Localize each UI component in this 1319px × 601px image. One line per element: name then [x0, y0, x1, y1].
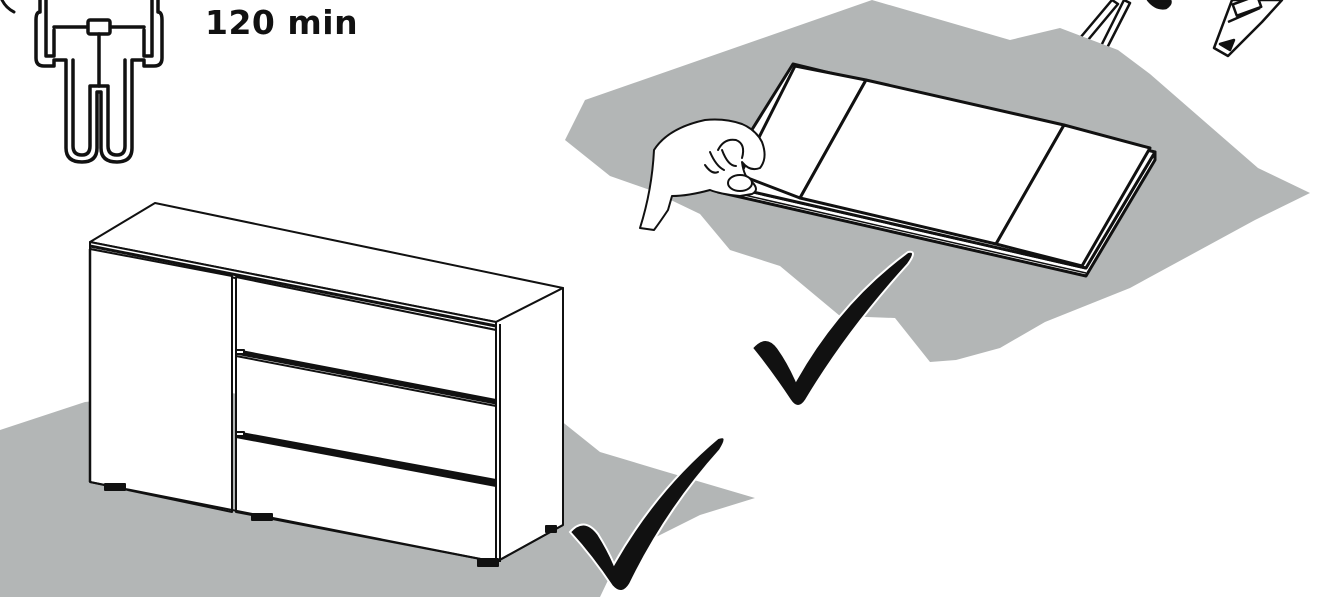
assembly-time-label: 120 min — [205, 3, 359, 42]
scissors-icon — [1078, 0, 1172, 52]
utility-knife-icon — [1212, 0, 1284, 58]
checkmark-icon — [750, 250, 914, 407]
flat-pack-panels — [716, 62, 1157, 278]
person-icon — [0, 0, 164, 164]
checkmark-icon — [568, 436, 726, 592]
hand-icon — [639, 118, 766, 231]
sideboard — [88, 202, 564, 567]
